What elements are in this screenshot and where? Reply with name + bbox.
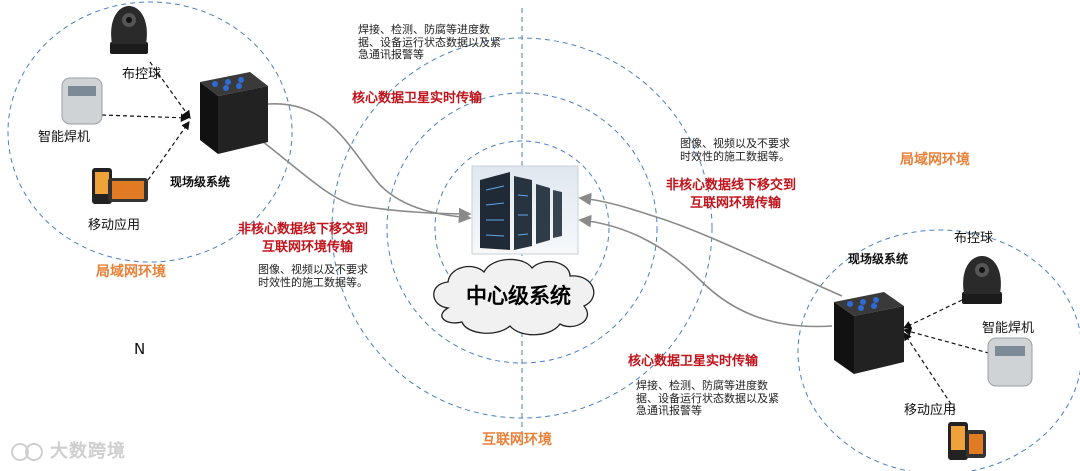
offline-left-title-1: 非核心数据线下移交到	[238, 222, 369, 237]
sat-top-title: 核心数据卫星实时传输	[352, 91, 483, 106]
right-welder-link	[902, 327, 997, 356]
right-lan-boundary	[797, 229, 1080, 471]
sat-bottom-link	[578, 214, 833, 328]
left-welder-image	[61, 77, 103, 125]
center-cloud	[433, 258, 595, 336]
right-welder-label: 智能焊机	[982, 321, 1035, 336]
left-camera-label: 布控球	[122, 67, 162, 82]
center-system-label: 中心级系统	[466, 284, 571, 308]
offline-left-note: 图像、视频以及不要求时效性的施工数据等。	[258, 263, 368, 289]
left-mobile-link	[147, 121, 190, 181]
offline-left-link	[257, 137, 472, 221]
right-mobile-image	[948, 422, 986, 460]
left-mobile-image	[92, 168, 148, 204]
stray-letter: N	[134, 340, 146, 358]
right-lan-label: 局域网环境	[900, 152, 970, 168]
watermark-logo	[11, 443, 43, 461]
right-camera-image	[962, 256, 1002, 304]
right-camera-link	[902, 299, 963, 329]
offline-left-title-2: 互联网环境传输	[262, 240, 354, 255]
offline-right-title-2: 互联网环境传输	[690, 196, 782, 211]
left-lan-label: 局域网环境	[96, 264, 166, 280]
server-room-image	[471, 165, 579, 255]
offline-right-link	[578, 192, 843, 297]
offline-right-title-1: 非核心数据线下移交到	[666, 178, 797, 193]
right-system-image	[834, 292, 904, 374]
right-welder-image	[987, 337, 1033, 387]
left-welder-link	[101, 113, 190, 122]
offline-right-note: 图像、视频以及不要求时效性的施工数据等。	[680, 137, 790, 163]
sat-top-note: 焊接、检测、防腐等进度数据、设备运行状态数据以及紧急通讯报警等	[358, 23, 501, 62]
left-camera-image	[110, 6, 148, 54]
left-mobile-label: 移动应用	[88, 218, 141, 233]
right-mobile-link	[903, 331, 956, 411]
left-system-label: 现场级系统	[170, 175, 231, 189]
right-camera-label: 布控球	[954, 231, 994, 246]
right-mobile-label: 移动应用	[904, 403, 957, 418]
left-camera-link	[149, 61, 191, 119]
internet-label: 互联网环境	[482, 432, 552, 448]
left-welder-label: 智能焊机	[38, 130, 91, 145]
sat-bottom-note: 焊接、检测、防腐等进度数据、设备运行状态数据以及紧急通讯报警等	[636, 379, 779, 418]
watermark-text: 大数跨境	[50, 441, 126, 462]
sat-bottom-title: 核心数据卫星实时传输	[628, 354, 759, 369]
left-lan-boundary	[7, 1, 293, 263]
right-system-label: 现场级系统	[848, 252, 909, 266]
left-system-image	[200, 72, 268, 154]
